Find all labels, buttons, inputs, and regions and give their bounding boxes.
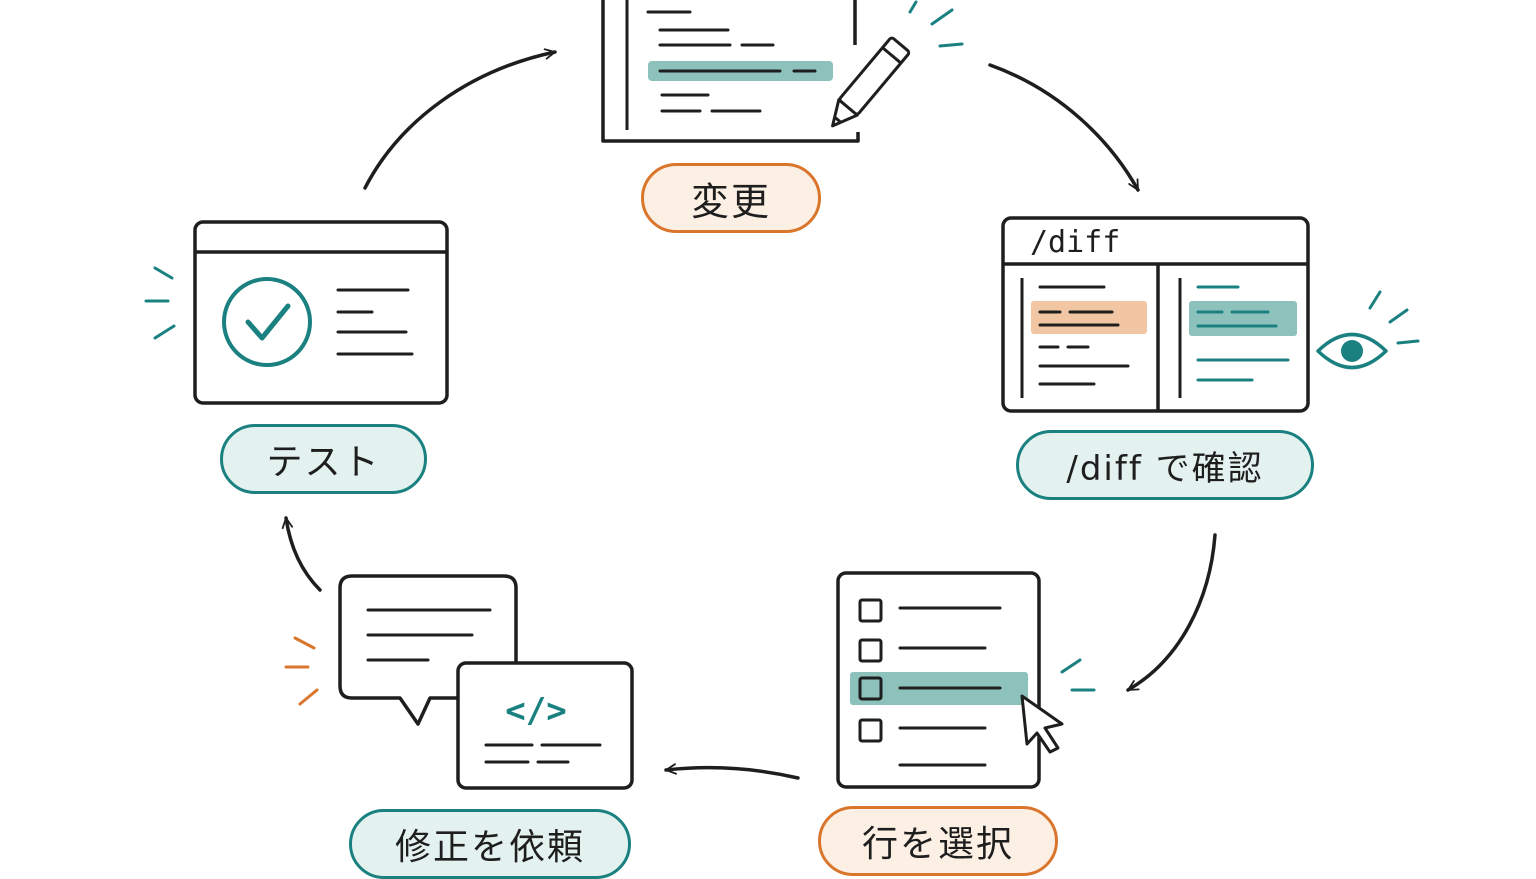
arrow-request-to-test xyxy=(281,516,322,592)
line-select-icon xyxy=(836,571,1096,789)
document-edit-icon xyxy=(601,0,964,143)
step-label-test: テスト xyxy=(220,424,427,494)
arrow-change-to-diff xyxy=(988,63,1140,192)
check-icon xyxy=(245,303,291,341)
step-label-diff-review: /diff で確認 xyxy=(1016,430,1314,500)
diff-window-title: /diff xyxy=(1030,225,1121,260)
chat-code-icon: </> xyxy=(284,574,634,790)
pencil-icon xyxy=(831,36,911,128)
test-check-icon xyxy=(144,220,449,405)
diff-window-icon xyxy=(1001,216,1420,413)
step-label-change: 変更 xyxy=(641,163,821,233)
arrow-diff-to-select xyxy=(1126,533,1217,692)
code-glyph: </> xyxy=(505,691,566,731)
arrow-select-to-request xyxy=(664,763,800,780)
step-label-request-fix: 修正を依頼 xyxy=(349,809,631,879)
eye-icon xyxy=(1316,290,1420,370)
step-label-select-line: 行を選択 xyxy=(818,806,1058,876)
cursor-icon xyxy=(1020,694,1064,754)
arrow-test-to-change xyxy=(363,48,557,190)
